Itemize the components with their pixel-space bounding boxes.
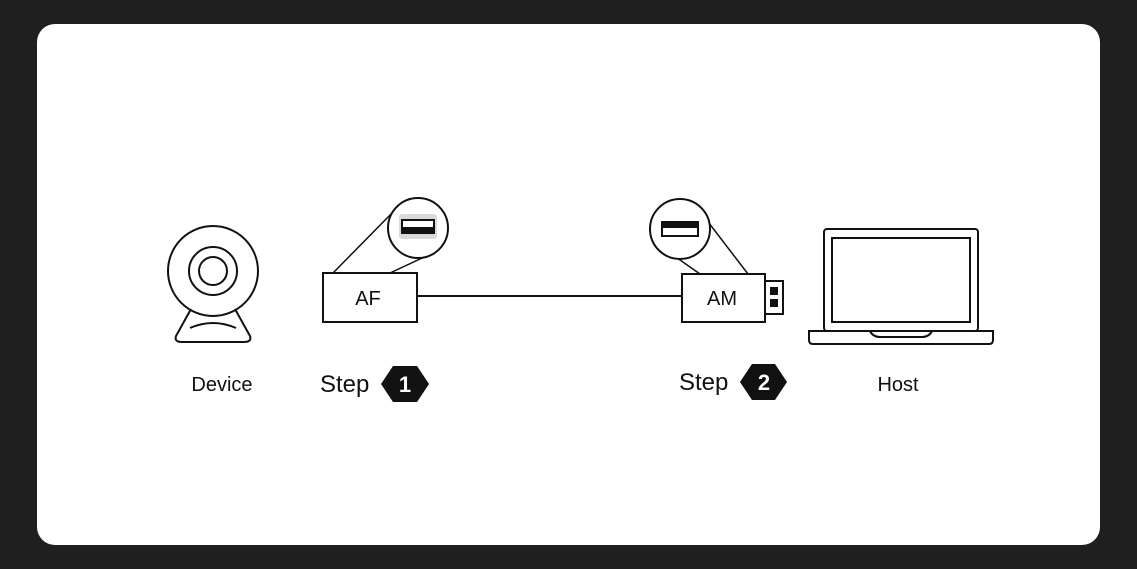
af-label: AF (355, 288, 381, 310)
laptop-icon (808, 228, 994, 345)
device-label: Device (191, 374, 252, 396)
host-label: Host (877, 374, 919, 396)
usb-plug-icon (764, 280, 784, 315)
step2-label: Step (679, 369, 728, 396)
usb-a-male-port-icon (649, 198, 711, 260)
step2-number: 2 (758, 370, 770, 395)
am-label: AM (707, 288, 737, 310)
webcam-icon (167, 225, 259, 343)
usb-a-female-port-icon (387, 197, 449, 259)
step1-label: Step (320, 371, 369, 398)
step1-number: 1 (399, 372, 411, 397)
hexagon-badge-icon (740, 364, 787, 400)
hexagon-badge-icon (381, 366, 429, 402)
af-connector (322, 209, 436, 323)
